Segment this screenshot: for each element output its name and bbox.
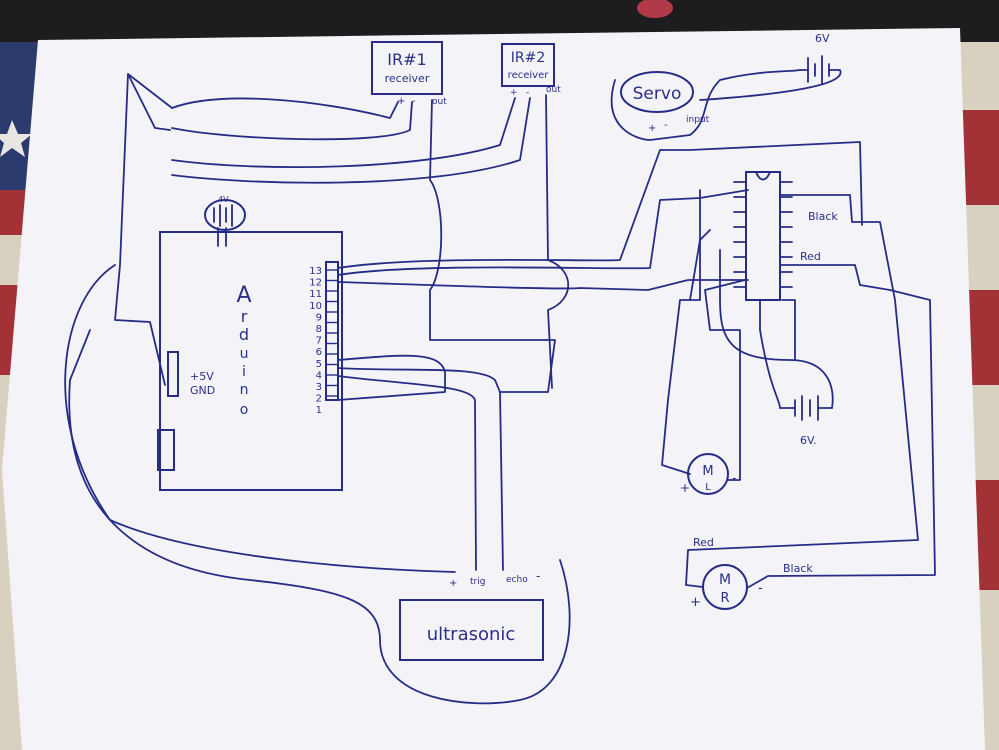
driver-chip-pins (733, 181, 793, 288)
wire (429, 99, 556, 393)
wire (337, 375, 477, 571)
arduino-letter: o (240, 402, 249, 418)
arduino-pin-number: 9 (316, 312, 322, 323)
wire (759, 299, 796, 409)
driver-wire-black: Black (808, 210, 838, 223)
wire (689, 229, 834, 409)
arduino-pin-number: 4 (316, 370, 322, 381)
arduino-pin-number: 10 (309, 301, 322, 312)
servo-pin-plus: + (648, 123, 656, 134)
ultrasonic-pin-plus: + (449, 578, 457, 589)
servo-label: Servo (633, 84, 682, 104)
ir1-pin-plus: + (397, 96, 405, 107)
battery-top-symbol (699, 55, 842, 101)
driver-chip (745, 171, 781, 301)
wire (746, 264, 936, 589)
wire (545, 94, 570, 389)
battery-small-outline (204, 199, 246, 231)
wire (217, 239, 227, 247)
arduino-letter: u (240, 346, 249, 362)
motor-right-wire-red: Red (693, 536, 714, 549)
wire (685, 194, 919, 588)
flag-star (0, 120, 32, 157)
driver-wire-red: Red (800, 250, 821, 263)
battery-small-label: 4V (218, 195, 229, 204)
power-header (167, 351, 179, 397)
arduino-letter: d (239, 325, 249, 344)
power-pin-5v: +5V (190, 370, 214, 383)
wire (171, 97, 399, 119)
motor-left-plus: + (680, 481, 690, 495)
ultrasonic-box (399, 599, 544, 661)
ultrasonic-pin-trig: trig (470, 577, 485, 587)
wire (337, 354, 446, 401)
ir1-label: IR#1 (387, 50, 426, 69)
ir2-pin-minus: - (526, 88, 529, 98)
wire (704, 279, 746, 481)
ir1-pin-out: out (432, 97, 447, 107)
arduino-pin-number: 3 (316, 382, 322, 393)
servo-ellipse (620, 71, 694, 113)
wire (337, 279, 749, 291)
table-logo (637, 0, 673, 18)
servo-outline-wire (610, 69, 801, 141)
ir2-receiver-box (501, 43, 555, 87)
arduino-pin-number: 7 (316, 336, 322, 347)
battery-top-label: 6V (815, 32, 830, 45)
ir1-pin-minus: - (412, 96, 416, 107)
arduino-pin-number: 12 (309, 278, 322, 289)
ultrasonic-label: ultrasonic (427, 624, 516, 645)
servo-pin-minus: - (664, 120, 668, 131)
motor-right-minus: - (758, 581, 763, 596)
wire (337, 367, 504, 571)
ir2-pin-out: out (546, 85, 561, 95)
power-pin-gnd: GND (190, 384, 215, 397)
wire (337, 141, 863, 269)
motor-right-plus: + (690, 595, 701, 610)
motor-right-wire-black: Black (783, 562, 813, 575)
motor-left-sublabel: L (705, 482, 711, 493)
wiring (64, 73, 936, 705)
ir2-pin-plus: + (510, 88, 518, 98)
ir2-label: IR#2 (511, 50, 546, 66)
arduino-pin-number: 2 (316, 394, 322, 405)
ir1-receiver-box (371, 41, 443, 95)
arduino-pin-number: 11 (309, 289, 322, 300)
usb-port (157, 429, 175, 471)
battery-small-symbol (213, 204, 233, 241)
arduino-pin-number: 6 (316, 347, 322, 358)
driver-chip-notch (755, 171, 771, 181)
wire (114, 73, 173, 386)
motor-right-sublabel: R (720, 591, 729, 606)
digital-header (325, 261, 339, 401)
arduino-letter: r (241, 307, 248, 326)
ultrasonic-pin-minus: - (536, 569, 540, 583)
motor-right-label: M (719, 572, 731, 588)
battery-mid-symbol (779, 395, 833, 421)
wire (171, 101, 413, 141)
wire (171, 97, 516, 169)
motor-left-minus: - (732, 471, 736, 485)
wire (171, 97, 531, 184)
arduino-pin-number: 8 (316, 324, 322, 335)
arduino-pin-number: 5 (316, 359, 322, 370)
wire (661, 189, 701, 475)
ir1-sublabel: receiver (385, 72, 430, 85)
battery-mid-label: 6V. (800, 434, 817, 447)
arduino-letter: i (242, 364, 246, 380)
servo-pin-input: input (686, 115, 710, 125)
arduino-letter: n (240, 382, 249, 398)
ultrasonic-pin-echo: echo (506, 575, 528, 585)
arduino-pin-number: 13 (309, 266, 322, 277)
motor-left-label: M (702, 464, 713, 479)
arduino-pin-number: 1 (316, 405, 322, 416)
arduino-letter: A (236, 283, 251, 308)
wire (337, 189, 749, 276)
wire (68, 329, 571, 705)
ir2-sublabel: receiver (508, 70, 550, 81)
